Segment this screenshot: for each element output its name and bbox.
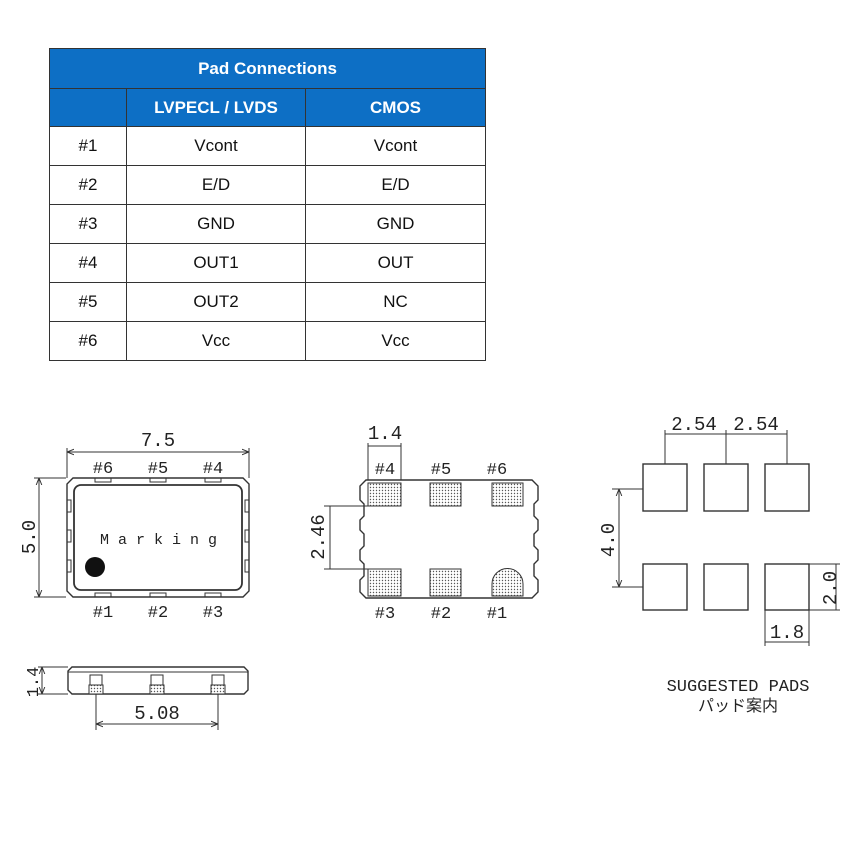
- bottom-pad-2: [429, 568, 462, 597]
- pin-label-bottom: #3: [375, 605, 395, 624]
- suggested-pads-view: 2.54 2.54 4.0 2.0 1.8 SUGGESTED PADS パッド…: [598, 414, 842, 715]
- suggested-pad: [642, 563, 688, 611]
- gap-dimension-label: 2.46: [308, 514, 330, 560]
- table-row: #6 Vcc Vcc: [49, 321, 487, 361]
- side-view: 1.4 5.08: [25, 666, 249, 730]
- bottom-view: 1.4 #4 #5 #6 2.46 #3 #2 #1: [308, 423, 539, 624]
- pin-number: #1: [49, 126, 127, 166]
- bottom-pad-4: [367, 482, 402, 507]
- suggested-pad: [703, 463, 749, 512]
- pin-label-top: #5: [148, 460, 168, 479]
- table-row: #4 OUT1 OUT: [49, 243, 487, 283]
- width-dimension-label: 7.5: [141, 430, 175, 452]
- pitch-right-label: 2.54: [733, 414, 779, 436]
- bottom-view-outline: [359, 479, 539, 599]
- bottom-pad-6: [491, 482, 524, 507]
- height-dimension-label: 5.0: [19, 520, 41, 554]
- bottom-pad-5: [429, 482, 462, 507]
- suggested-pads-caption-jp: パッド案内: [698, 696, 778, 715]
- top-view: 7.5 5.0 #6 #5 #4 M a r k i n g #1 #2 #3: [19, 430, 250, 623]
- suggested-pad: [764, 463, 810, 512]
- pin-label-top: #4: [203, 460, 223, 479]
- bottom-pad-1: [491, 568, 524, 597]
- side-height-dimension-label: 1.4: [25, 667, 44, 698]
- pin-label-top: #5: [431, 461, 451, 480]
- bottom-pad-3: [367, 568, 402, 597]
- suggested-pad: [764, 563, 810, 611]
- pitch-dimension-label: 5.08: [134, 703, 180, 725]
- pin-label-top: #6: [487, 461, 507, 480]
- table-row: #2 E/D E/D: [49, 165, 487, 205]
- cmos-signal: Vcont: [304, 126, 487, 166]
- pitch-left-label: 2.54: [671, 414, 717, 436]
- table-row: #3 GND GND: [49, 204, 487, 244]
- lid-outline: [73, 484, 243, 591]
- table-title: Pad Connections: [48, 48, 487, 89]
- suggested-pad: [703, 563, 749, 611]
- pin1-indicator-dot: [85, 557, 105, 577]
- pin-label-bottom: #2: [148, 604, 168, 623]
- pin-number: #4: [49, 243, 127, 283]
- pin-number: #6: [49, 321, 127, 361]
- pad-height-dimension-label: 2.0: [820, 571, 842, 605]
- cmos-signal: GND: [304, 204, 487, 244]
- pin-number: #5: [49, 282, 127, 322]
- pin-label-bottom: #1: [487, 605, 507, 624]
- suggested-pads-caption: SUGGESTED PADS: [667, 678, 810, 697]
- lvpecl-signal: OUT2: [126, 282, 306, 322]
- pad-width-dimension-label: 1.4: [368, 423, 402, 445]
- marking-label: M a r k i n g: [100, 532, 217, 549]
- cmos-signal: OUT: [304, 243, 487, 283]
- pin-label-bottom: #1: [93, 604, 113, 623]
- pin-label-bottom: #3: [203, 604, 223, 623]
- pad-connections-table: Pad Connections LVPECL / LVDS CMOS #1 Vc…: [48, 48, 487, 361]
- table-row: #1 Vcont Vcont: [49, 126, 487, 166]
- pin-label-top: #6: [93, 460, 113, 479]
- column-header-lvpecl-lvds: LVPECL / LVDS: [126, 88, 306, 127]
- suggested-pad: [642, 463, 688, 512]
- cmos-signal: Vcc: [304, 321, 487, 361]
- pad-width-dimension-label: 1.8: [770, 622, 804, 644]
- lvpecl-signal: Vcc: [126, 321, 306, 361]
- column-header-cmos: CMOS: [304, 88, 487, 127]
- pad-row-distance-label: 4.0: [598, 523, 620, 557]
- cmos-signal: E/D: [304, 165, 487, 205]
- pin-label-bottom: #2: [431, 605, 451, 624]
- pin-label-top: #4: [375, 461, 395, 480]
- pin-number: #2: [49, 165, 127, 205]
